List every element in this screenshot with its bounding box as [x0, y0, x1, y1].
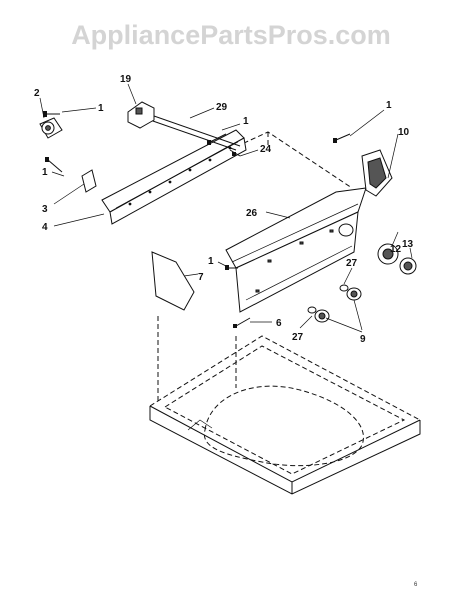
- timer-10: [361, 149, 393, 197]
- callout-4: 4: [42, 222, 48, 233]
- console-bracket: [101, 129, 247, 225]
- console-panel: [119, 131, 367, 313]
- callout-1: 1: [42, 167, 48, 178]
- callout-12: 12: [390, 244, 402, 255]
- screw-icons: [43, 111, 351, 328]
- callout-7: 7: [198, 272, 204, 283]
- callout-1: 1: [243, 116, 249, 127]
- end-cap-left: [151, 251, 195, 311]
- callouts: 2 1 19 29 1 24 1 10 1 3 4 26 12 13 1 7 2…: [34, 74, 414, 345]
- cabinet-top: [149, 335, 421, 495]
- callout-6: 6: [276, 318, 282, 329]
- knob-13: [399, 257, 417, 275]
- footnote-mark: 6: [414, 582, 418, 588]
- callout-27: 27: [346, 258, 358, 269]
- bushing-27a: [339, 284, 349, 292]
- leader-lines: [39, 83, 413, 333]
- callout-19: 19: [120, 74, 132, 85]
- callout-3: 3: [42, 204, 48, 215]
- wire-harness: [149, 119, 237, 151]
- callout-1: 1: [98, 103, 104, 114]
- callout-29: 29: [216, 102, 228, 113]
- callout-26: 26: [246, 208, 258, 219]
- bushing-27b: [307, 306, 317, 314]
- clip-3: [81, 169, 97, 193]
- callout-24: 24: [260, 144, 272, 155]
- wire-harness-2: [153, 115, 241, 147]
- knob-12: [377, 243, 399, 265]
- watermark-text: AppliancePartsPros.com: [71, 20, 391, 50]
- callout-1: 1: [386, 100, 392, 111]
- switch-2: [39, 117, 63, 139]
- callout-13: 13: [402, 239, 414, 250]
- callout-1: 1: [208, 256, 214, 267]
- callout-9: 9: [360, 334, 366, 345]
- callout-10: 10: [398, 127, 410, 138]
- callout-27: 27: [292, 332, 304, 343]
- callout-2: 2: [34, 88, 40, 99]
- bracket-19: [127, 101, 155, 129]
